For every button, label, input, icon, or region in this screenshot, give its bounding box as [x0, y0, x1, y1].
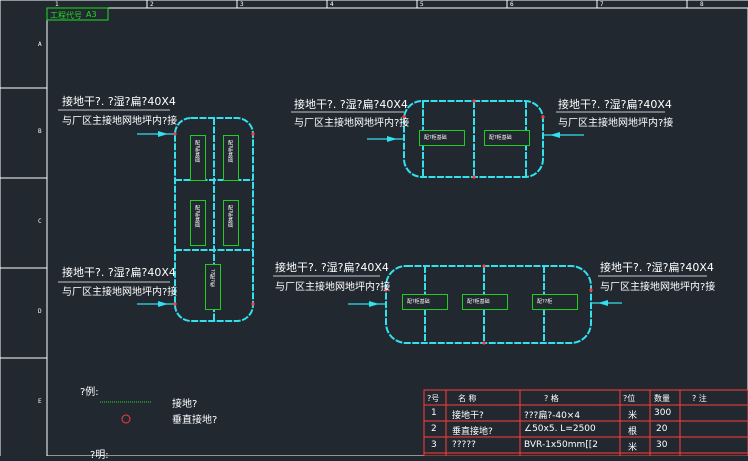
table-header-note: ? 注 — [692, 394, 707, 403]
annotation-top-right-line2: 与厂区主接地网地坪内?接 — [558, 118, 674, 129]
table-cell: 20 — [656, 424, 668, 434]
equipment-box: 配?柜基础 — [223, 200, 239, 246]
row-label-b: B — [38, 128, 42, 135]
table-cell: 根 — [628, 427, 638, 437]
legend-rod-symbol — [121, 414, 131, 424]
annotation-top-left-line1: 接地干?. ?湿?扁?40X4 — [62, 95, 176, 108]
table-cell: 接地干? — [452, 411, 484, 421]
equipment-label: ??配?柜 — [209, 269, 215, 287]
leaders — [137, 133, 622, 305]
column-grid — [146, 0, 688, 8]
col-label-1: 1 — [55, 1, 59, 8]
table-cell: 1 — [431, 408, 437, 418]
title-block — [46, 7, 109, 21]
drawing-frame — [46, 7, 748, 456]
table-cell: 米 — [628, 443, 638, 453]
equipment-box: 配?柜基础 — [190, 200, 206, 246]
equipment-box: ??配?柜 — [205, 264, 221, 310]
title-block-size: A3 — [86, 10, 97, 19]
annotation-bot-mid-line1: 接地干?. ?湿?扁?40X4 — [275, 261, 389, 274]
equipment-label: 配?柜基础 — [227, 140, 233, 163]
material-table-grid — [423, 389, 748, 456]
equipment-box: 配?柜基础 — [462, 294, 508, 310]
title-block-label: 工程代号 — [50, 11, 82, 20]
annotation-top-right-line1: 接地干?. ?湿?扁?40X4 — [558, 98, 672, 111]
table-cell: 垂直接地? — [452, 427, 493, 437]
equipment-box: 配?柜基础 — [484, 130, 530, 146]
row-label-d: D — [38, 308, 42, 315]
equipment-box: 配?柜基础 — [190, 135, 206, 181]
annotation-bot-right-line1: 接地干?. ?湿?扁?40X4 — [600, 261, 714, 274]
table-cell: 米 — [628, 411, 638, 421]
col-label-5: 5 — [420, 1, 424, 8]
equipment-label: 配?柜基础 — [407, 299, 430, 305]
equipment-label: 配??柜 — [537, 299, 553, 305]
annotation-mid-left-line2: 与厂区主接地网地坪内?接 — [62, 287, 178, 298]
col-label-6: 6 — [510, 1, 514, 8]
equipment-box: 配??柜 — [532, 294, 578, 310]
table-cell: ???扁?-40×4 — [524, 411, 581, 421]
equipment-label: 配?柜基础 — [194, 205, 200, 228]
annotation-mid-left-line1: 接地干?. ?湿?扁?40X4 — [62, 266, 176, 279]
annotation-bot-right-line2: 与厂区主接地网地坪内?接 — [600, 282, 716, 293]
annotation-bot-mid-line2: 与厂区主接地网地坪内?接 — [275, 282, 391, 293]
table-cell: BVR-1x50mm[[2 — [524, 440, 598, 450]
equipment-label: 配?柜基础 — [227, 205, 233, 228]
table-cell: ∠50x5. L=2500 — [524, 424, 596, 434]
legend-title: ?例: — [80, 387, 99, 398]
equipment-box: 配?柜基础 — [419, 130, 465, 146]
col-label-2: 2 — [150, 1, 154, 8]
notes-title: ?明: — [90, 450, 109, 461]
legend-item-ground-rod: 垂直接地? — [172, 415, 218, 426]
table-header-spec: ? 格 — [544, 394, 559, 403]
row-grid — [0, 87, 47, 359]
equipment-box: 配?柜基础 — [223, 135, 239, 181]
table-header-unit: ?位 — [623, 394, 636, 403]
annotation-top-mid-line1: 接地干?. ?湿?扁?40X4 — [294, 98, 408, 111]
equipment-label: 配?柜基础 — [467, 299, 490, 305]
annotation-top-mid-line2: 与厂区主接地网地坪内?接 — [294, 118, 410, 129]
row-label-a: A — [38, 41, 42, 48]
ground-rod-markers — [173, 99, 593, 345]
row-label-e: E — [38, 398, 42, 405]
table-header-name: 名 称 — [458, 394, 477, 403]
table-header-qty: 数量 — [654, 394, 670, 403]
row-label-c: C — [38, 218, 42, 225]
equipment-box: 配?柜基础 — [402, 294, 448, 310]
table-cell: 3 — [431, 440, 437, 450]
equipment-label: 配?柜基础 — [424, 135, 447, 141]
legend-item-ground-line: 接地? — [172, 399, 198, 410]
table-cell: 30 — [656, 440, 668, 450]
table-header-no: ?号 — [427, 394, 440, 403]
equipment-label: 配?柜基础 — [194, 140, 200, 163]
col-label-3: 3 — [240, 1, 244, 8]
col-label-7: 7 — [600, 1, 604, 8]
equipment-label: 配?柜基础 — [489, 135, 512, 141]
table-cell: 2 — [431, 424, 437, 434]
col-label-4: 4 — [330, 1, 334, 8]
table-cell: 300 — [654, 408, 672, 418]
annotation-top-left-line2: 与厂区主接地网地坪内?接 — [62, 116, 178, 127]
table-cell: ????? — [452, 440, 476, 450]
col-label-8: 8 — [700, 1, 704, 8]
